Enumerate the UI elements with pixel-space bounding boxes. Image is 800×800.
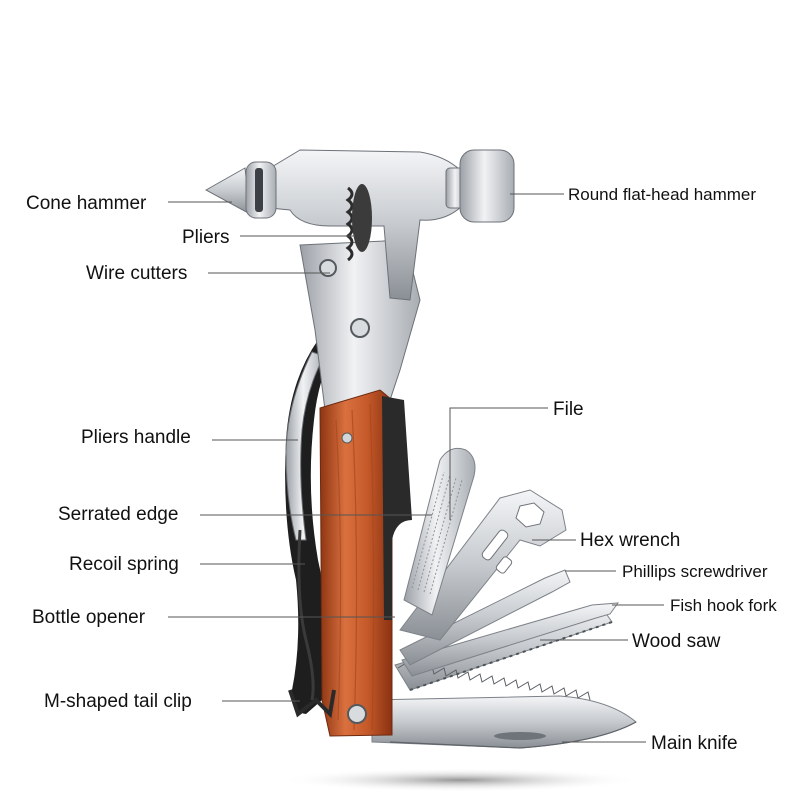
file-blade — [403, 447, 476, 616]
leader-file — [449, 407, 548, 520]
pliers-jaw-opening — [352, 184, 372, 252]
label-main-knife: Main knife — [651, 733, 738, 754]
callout-labels: Cone hammer Pliers Wire cutters Pliers h… — [26, 185, 777, 754]
phillips-screwdriver — [399, 569, 571, 666]
cone-hammer-ring — [255, 168, 263, 212]
wire-cutter-rivet — [319, 259, 337, 277]
label-bottle-opener: Bottle opener — [32, 607, 146, 628]
label-pliers: Pliers — [182, 227, 230, 248]
label-cone-hammer: Cone hammer — [26, 193, 147, 214]
fish-hook-fork — [401, 602, 620, 677]
wood-saw-lower-teeth — [409, 621, 613, 691]
label-wood-saw: Wood saw — [632, 631, 721, 652]
label-wire-cutters: Wire cutters — [86, 263, 187, 284]
main-knife-blade — [371, 695, 637, 749]
main-knife-edge — [389, 721, 637, 749]
pliers-jaw-teeth — [345, 186, 354, 262]
label-hex-wrench: Hex wrench — [580, 530, 680, 551]
pliers-pivot — [350, 318, 370, 338]
label-recoil-spring: Recoil spring — [69, 554, 179, 575]
leader-lines — [168, 193, 664, 743]
pliers-handle-steel — [285, 351, 325, 541]
m-shaped-tail-clip — [288, 689, 336, 719]
label-fish-hook: Fish hook fork — [670, 596, 777, 615]
bottle-opener — [382, 396, 412, 620]
hex-wrench-slot — [481, 529, 509, 561]
label-file: File — [553, 399, 584, 420]
cone-hammer-tip — [204, 167, 251, 215]
multitool-illustration — [204, 149, 637, 749]
label-m-tail-clip: M-shaped tail clip — [44, 691, 192, 712]
wood-grain — [335, 403, 375, 731]
hex-wrench-hole — [495, 556, 513, 574]
round-hammer-face — [459, 149, 515, 223]
main-knife-nail-nick — [494, 732, 546, 740]
handle-screw-bottom — [347, 704, 367, 724]
label-round-hammer: Round flat-head hammer — [568, 185, 756, 204]
handle-screw-top — [341, 432, 353, 444]
ground-shadow — [280, 768, 640, 792]
label-serrated-edge: Serrated edge — [58, 504, 178, 525]
hex-wrench-hex-hole — [515, 502, 545, 528]
hex-wrench — [399, 489, 567, 641]
label-phillips: Phillips screwdriver — [622, 562, 768, 581]
label-pliers-handle: Pliers handle — [81, 427, 191, 448]
